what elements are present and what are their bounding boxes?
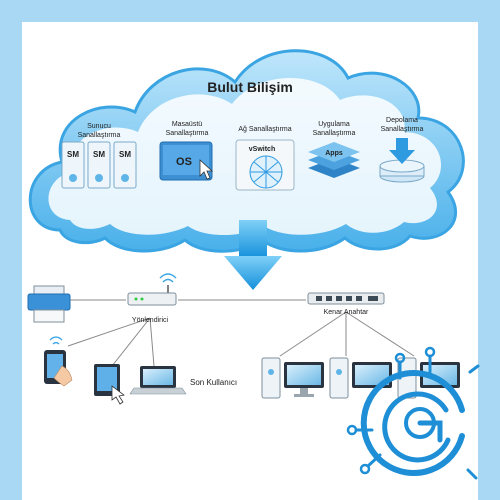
application-virtualization-icon xyxy=(308,142,360,178)
service-label-line2: Sanallaştırma xyxy=(381,126,424,133)
service-server-virtualization: Sunucu Sanallaştırma SM SM SM xyxy=(61,123,137,189)
switch-icon xyxy=(307,292,385,305)
service-label-line2: Sanallaştırma xyxy=(166,130,209,137)
service-label-line2: Sanallaştırma xyxy=(78,132,121,139)
service-desktop-virtualization: Masaüstü Sanallaştırma OS xyxy=(159,121,214,181)
service-label-line1: Sunucu xyxy=(87,123,111,130)
workstation-icon xyxy=(329,357,392,399)
smartphone-icon xyxy=(44,336,73,387)
cloud-title: Bulut Bilişim xyxy=(207,79,293,95)
storage-virtualization-icon xyxy=(379,138,425,183)
circuit-g-logo xyxy=(346,346,480,480)
server-badge: SM xyxy=(93,150,105,159)
server-badge: SM xyxy=(119,150,131,159)
service-storage-virtualization: Depolama Sanallaştırma xyxy=(379,117,425,183)
end-user-label: Son Kullanıcı xyxy=(190,378,237,387)
router-icon xyxy=(127,273,177,306)
switch-label: Kenar Anahtar xyxy=(324,309,369,316)
service-label-line1: Depolama xyxy=(386,117,418,124)
service-application-virtualization: Uygulama Sanallaştırma Apps xyxy=(308,121,360,178)
desktop-virtualization-icon xyxy=(159,141,214,181)
service-label-line2: Sanallaştırma xyxy=(313,130,356,137)
laptop-icon xyxy=(129,366,187,395)
down-arrow-icon xyxy=(224,220,282,290)
service-label-line1: Masaüstü xyxy=(172,121,202,128)
printer-icon xyxy=(27,285,71,323)
tablet-icon xyxy=(94,364,125,405)
server-virtualization-icon xyxy=(61,141,137,189)
apps-badge: Apps xyxy=(325,150,343,157)
router-label: Yönlendirici xyxy=(132,317,169,324)
bottom-strip xyxy=(22,474,478,500)
network-lines xyxy=(67,299,415,367)
network-badge: vSwitch xyxy=(249,146,275,153)
service-label-line1: Uygulama xyxy=(318,121,350,128)
workstation-icon xyxy=(261,357,324,399)
service-network-virtualization: Ağ Sanallaştırma vSwitch xyxy=(235,126,295,191)
desktop-badge: OS xyxy=(176,156,192,168)
network-virtualization-icon xyxy=(235,139,295,191)
service-label-line1: Ağ Sanallaştırma xyxy=(238,126,291,133)
server-badge: SM xyxy=(67,150,79,159)
